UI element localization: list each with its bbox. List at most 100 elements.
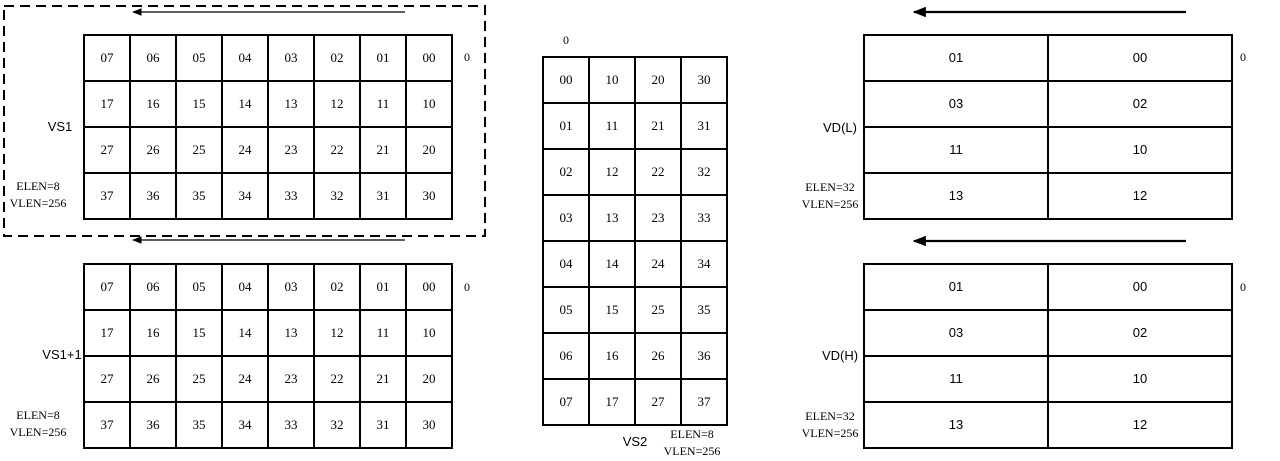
vs1-cell-value: 32 <box>331 188 344 203</box>
vs2-cell-value: 01 <box>560 118 573 133</box>
vs1-cell-value: 30 <box>423 188 436 203</box>
vs2-cell-value: 03 <box>560 210 573 225</box>
vs1-cell-value: 11 <box>377 96 390 111</box>
vs2-cell-value: 00 <box>560 72 573 87</box>
vdh-label: VD(H) <box>822 348 858 363</box>
vdl-cell-value: 11 <box>949 142 963 157</box>
vs1p1-cell-value: 12 <box>331 325 344 340</box>
vdl-cell-value: 02 <box>1133 96 1147 111</box>
vs1p1-cell-value: 30 <box>423 417 436 432</box>
vs1-cell-value: 03 <box>285 50 298 65</box>
vs1-cell-value: 37 <box>101 188 115 203</box>
vs1-cell-value: 13 <box>285 96 298 111</box>
vs1-cell-value: 04 <box>239 50 253 65</box>
vdh-cell-value: 00 <box>1133 279 1147 294</box>
vdh-cell-value: 13 <box>949 417 963 432</box>
vs1p1-cell-value: 02 <box>331 279 344 294</box>
vs1-cell-value: 31 <box>377 188 390 203</box>
vdh-vlen: VLEN=256 <box>802 426 859 440</box>
vs2-label: VS2 <box>623 434 648 449</box>
vs1p1-cell-value: 00 <box>423 279 436 294</box>
vs1-cell-value: 21 <box>377 142 390 157</box>
vs2-cell-value: 07 <box>560 394 574 409</box>
vs1p1-cell-value: 34 <box>239 417 253 432</box>
vs1-cell-value: 22 <box>331 142 344 157</box>
vs1p1-cell-value: 04 <box>239 279 253 294</box>
vs1p1-label: VS1+1 <box>42 347 81 362</box>
vs1p1-cell-value: 11 <box>377 325 390 340</box>
vdl-cell-value: 13 <box>949 188 963 203</box>
vs1p1-cell-value: 10 <box>423 325 436 340</box>
vs1p1-cell-value: 17 <box>101 325 115 340</box>
vs1-cell-value: 06 <box>147 50 161 65</box>
vs1-index-zero: 0 <box>464 50 470 64</box>
vdl-cell-value: 12 <box>1133 188 1147 203</box>
vs1p1-vlen: VLEN=256 <box>10 425 67 439</box>
vs1-label: VS1 <box>48 119 73 134</box>
vs1p1-cell-value: 01 <box>377 279 390 294</box>
vs1p1-cell-value: 37 <box>101 417 115 432</box>
vs2-cell-value: 13 <box>606 210 619 225</box>
vs2-cell-value: 06 <box>560 348 574 363</box>
vs2-cell-value: 34 <box>698 256 712 271</box>
vs2-cell-value: 31 <box>698 118 711 133</box>
vs1p1-cell-value: 26 <box>147 371 161 386</box>
vs1p1-cell-value: 14 <box>239 325 253 340</box>
vdl-cell-value: 00 <box>1133 50 1147 65</box>
vs2-cell-value: 15 <box>606 302 619 317</box>
vs1p1-cell-value: 24 <box>239 371 253 386</box>
vs2-cell-value: 02 <box>560 164 573 179</box>
vs2-cell-value: 26 <box>652 348 666 363</box>
vs1p1-cell-value: 03 <box>285 279 298 294</box>
vs1p1-cell-value: 35 <box>193 417 206 432</box>
vs2-cell-value: 25 <box>652 302 665 317</box>
vdh-cell-value: 03 <box>949 325 963 340</box>
vdh-cell-value: 02 <box>1133 325 1147 340</box>
vs1-cell-value: 25 <box>193 142 206 157</box>
vs1p1-cell-value: 05 <box>193 279 206 294</box>
vs1-elen: ELEN=8 <box>16 179 59 193</box>
vdh-cell-border <box>1047 401 1233 449</box>
vs1-cell-border <box>405 172 453 220</box>
vs2-cell-value: 36 <box>698 348 712 363</box>
vdl-cell-border <box>1047 172 1233 220</box>
vs1p1-cell-value: 23 <box>285 371 298 386</box>
vs2-cell-value: 33 <box>698 210 711 225</box>
vs2-vlen: VLEN=256 <box>664 444 721 458</box>
vs1p1-cell-value: 20 <box>423 371 436 386</box>
vs1-cell-value: 33 <box>285 188 298 203</box>
vs1p1-cell-value: 21 <box>377 371 390 386</box>
vdl-cell-value: 10 <box>1133 142 1147 157</box>
vdh-index-zero: 0 <box>1240 280 1246 294</box>
vs1-cell-value: 07 <box>101 50 115 65</box>
vs2-cell-value: 21 <box>652 118 665 133</box>
vs1p1-elen: ELEN=8 <box>16 408 59 422</box>
vs2-cell-value: 10 <box>606 72 619 87</box>
vs1p1-cell-border <box>405 401 453 449</box>
vs2-cell-value: 05 <box>560 302 573 317</box>
vs2-cell-value: 12 <box>606 164 619 179</box>
vs2-cell-value: 20 <box>652 72 665 87</box>
vs1-cell-value: 26 <box>147 142 161 157</box>
vs1p1-cell-value: 22 <box>331 371 344 386</box>
vs1-cell-value: 05 <box>193 50 206 65</box>
vs1p1-cell-value: 31 <box>377 417 390 432</box>
vdl-index-zero: 0 <box>1240 50 1246 64</box>
vs2-cell-border <box>680 378 728 426</box>
vs1-vlen: VLEN=256 <box>10 196 67 210</box>
vs2-cell-value: 04 <box>560 256 574 271</box>
vs1-cell-value: 24 <box>239 142 253 157</box>
vs1-cell-value: 12 <box>331 96 344 111</box>
vs2-cell-value: 35 <box>698 302 711 317</box>
vs1-cell-value: 01 <box>377 50 390 65</box>
vs2-cell-value: 24 <box>652 256 666 271</box>
vdh-cell-value: 12 <box>1133 417 1147 432</box>
vs1p1-index-zero: 0 <box>464 280 470 294</box>
vs2-elen: ELEN=8 <box>670 427 713 441</box>
vs2-cell-value: 11 <box>606 118 619 133</box>
vs1-cell-value: 17 <box>101 96 115 111</box>
vs1-cell-value: 20 <box>423 142 436 157</box>
vs2-cell-value: 32 <box>698 164 711 179</box>
